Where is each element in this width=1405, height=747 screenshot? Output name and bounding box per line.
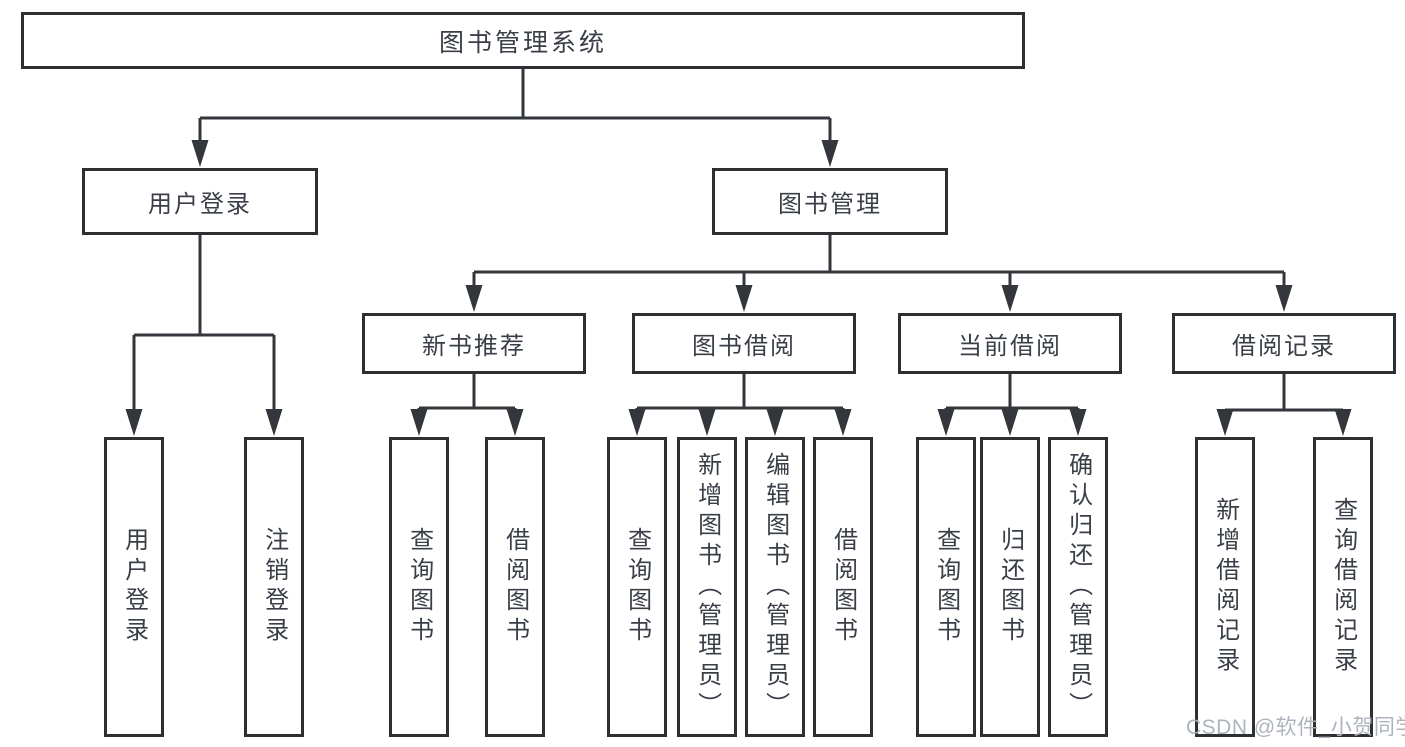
- node-borrowing-records: 借阅记录: [1172, 313, 1396, 374]
- node-user-login-branch: 用户登录: [82, 168, 318, 235]
- leaf-cb-query-books-label: 查询图书: [932, 527, 960, 647]
- leaf-bb-borrow-books: 借阅图书: [813, 437, 873, 737]
- node-new-book-recommend-label: 新书推荐: [422, 333, 526, 360]
- leaf-bb-add-books-admin: 新增图书（管理员）: [677, 437, 737, 737]
- leaf-bb-edit-books-admin-label: 编辑图书（管理员）: [761, 452, 789, 722]
- leaf-nb-borrow-books-label: 借阅图书: [501, 527, 529, 647]
- leaf-bb-query-books: 查询图书: [607, 437, 667, 737]
- node-root: 图书管理系统: [21, 12, 1025, 69]
- node-book-management: 图书管理: [712, 168, 948, 235]
- node-book-borrowing: 图书借阅: [632, 313, 856, 374]
- csdn-watermark: CSDN @软件_小贺同学: [1186, 716, 1405, 739]
- leaf-bb-add-books-admin-label: 新增图书（管理员）: [693, 452, 721, 722]
- leaf-nb-query-books-label: 查询图书: [405, 527, 433, 647]
- leaf-cb-return-books: 归还图书: [980, 437, 1040, 737]
- node-new-book-recommend: 新书推荐: [362, 313, 586, 374]
- leaf-nb-query-books: 查询图书: [389, 437, 449, 737]
- leaf-cb-return-books-label: 归还图书: [996, 527, 1024, 647]
- node-current-borrowing: 当前借阅: [898, 313, 1122, 374]
- node-current-borrowing-label: 当前借阅: [958, 333, 1062, 360]
- leaf-nb-borrow-books: 借阅图书: [485, 437, 545, 737]
- node-user-login-branch-label: 用户登录: [148, 191, 252, 218]
- leaf-bb-edit-books-admin: 编辑图书（管理员）: [745, 437, 805, 737]
- leaf-bb-query-books-label: 查询图书: [623, 527, 651, 647]
- leaf-user-login-label: 用户登录: [120, 527, 148, 647]
- leaf-br-query-record-label: 查询借阅记录: [1329, 497, 1357, 677]
- arrowheads: [125, 140, 1352, 436]
- leaf-br-add-record: 新增借阅记录: [1195, 437, 1255, 737]
- leaf-br-query-record: 查询借阅记录: [1313, 437, 1373, 737]
- node-borrowing-records-label: 借阅记录: [1232, 333, 1336, 360]
- node-book-management-label: 图书管理: [778, 191, 882, 218]
- leaf-cb-confirm-return-admin: 确认归还（管理员）: [1048, 437, 1108, 737]
- leaf-cb-confirm-return-admin-label: 确认归还（管理员）: [1064, 452, 1092, 722]
- leaf-logout-label: 注销登录: [260, 527, 288, 647]
- leaf-br-add-record-label: 新增借阅记录: [1211, 497, 1239, 677]
- leaf-cb-query-books: 查询图书: [916, 437, 976, 737]
- leaf-logout: 注销登录: [244, 437, 304, 737]
- leaf-bb-borrow-books-label: 借阅图书: [829, 527, 857, 647]
- leaf-user-login: 用户登录: [104, 437, 164, 737]
- node-book-borrowing-label: 图书借阅: [692, 333, 796, 360]
- node-root-label: 图书管理系统: [438, 28, 607, 57]
